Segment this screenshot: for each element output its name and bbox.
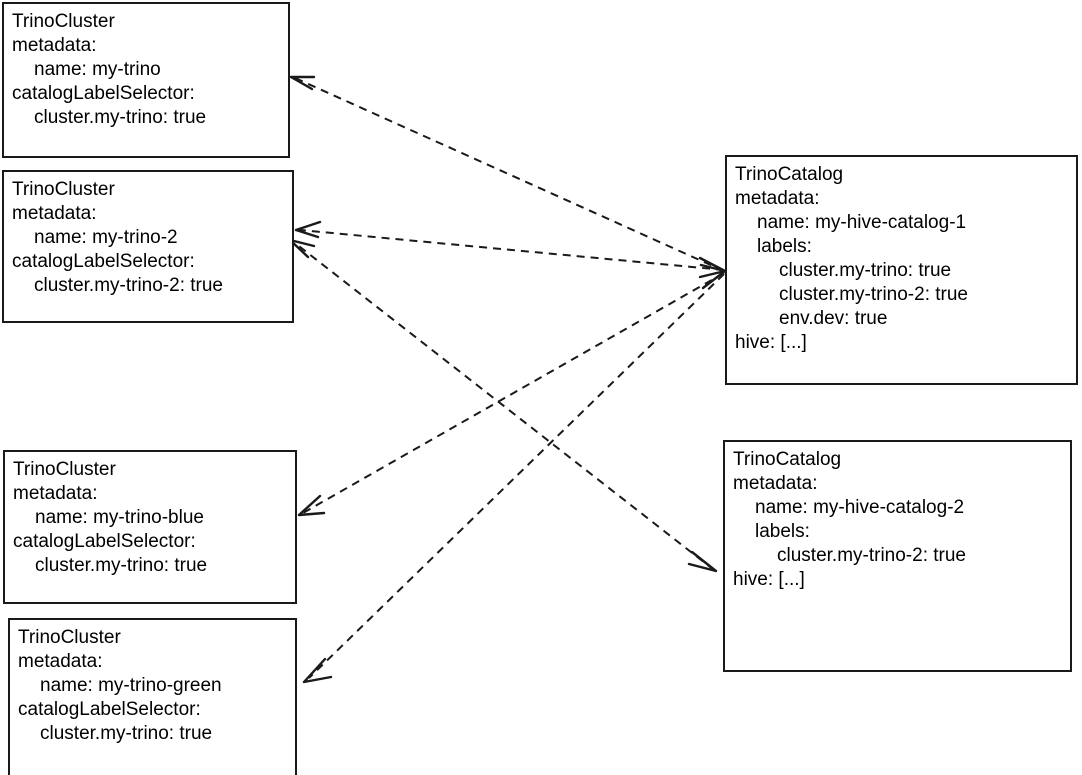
node-line: metadata: xyxy=(733,473,818,494)
arrowhead-into-catalog-2 xyxy=(687,550,718,573)
node-trinocluster-my-trino-green[interactable]: TrinoCluster metadata: name: my-trino-gr… xyxy=(8,618,297,775)
node-line: hive: [...] xyxy=(735,332,807,353)
node-line: metadata: xyxy=(735,188,820,209)
node-line: name: my-trino-green xyxy=(40,675,222,696)
edge-catalog1-to-my-trino-blue xyxy=(297,272,725,517)
node-line: metadata: xyxy=(12,203,97,224)
node-line: metadata: xyxy=(18,651,103,672)
node-line: name: my-hive-catalog-1 xyxy=(757,212,967,233)
node-line: labels: xyxy=(757,236,812,257)
node-line: cluster.my-trino: true xyxy=(34,107,207,128)
node-line: labels: xyxy=(755,521,810,542)
arrowhead-into-catalog-1 xyxy=(698,256,727,290)
node-line: catalogLabelSelector: xyxy=(18,699,201,720)
node-line: name: my-trino-blue xyxy=(35,507,204,528)
node-line: name: my-hive-catalog-2 xyxy=(755,497,965,518)
node-line: TrinoCluster xyxy=(12,11,115,32)
node-line: catalogLabelSelector: xyxy=(12,83,195,104)
node-line: cluster.my-trino-2: true xyxy=(777,545,966,566)
node-line: cluster.my-trino: true xyxy=(40,723,213,744)
node-line: cluster.my-trino: true xyxy=(35,555,208,576)
node-trinocluster-my-trino-2[interactable]: TrinoCluster metadata: name: my-trino-2 … xyxy=(2,170,294,323)
edge-catalog1-to-my-trino-green xyxy=(302,273,725,684)
edge-catalog1-to-my-trino-2 xyxy=(294,220,725,271)
node-line: metadata: xyxy=(13,483,98,504)
node-line: catalogLabelSelector: xyxy=(13,531,196,552)
node-line: TrinoCluster xyxy=(18,627,121,648)
node-trinocluster-my-trino[interactable]: TrinoCluster metadata: name: my-trino ca… xyxy=(2,2,290,158)
node-line: env.dev: true xyxy=(779,308,888,329)
node-line: TrinoCluster xyxy=(13,459,116,480)
node-line: name: my-trino xyxy=(34,59,161,80)
node-line: TrinoCatalog xyxy=(733,449,842,470)
node-line: TrinoCluster xyxy=(12,179,115,200)
edge-catalog1-to-my-trino xyxy=(289,75,725,272)
node-line: metadata: xyxy=(12,35,97,56)
node-line: name: my-trino-2 xyxy=(34,227,178,248)
node-line: hive: [...] xyxy=(733,569,805,590)
node-trinocatalog-my-hive-catalog-1[interactable]: TrinoCatalog metadata: name: my-hive-cat… xyxy=(725,155,1078,385)
node-line: TrinoCatalog xyxy=(735,164,844,185)
node-line: catalogLabelSelector: xyxy=(12,251,195,272)
edge-catalog2-to-my-trino-2 xyxy=(288,238,715,571)
node-line: cluster.my-trino-2: true xyxy=(779,284,968,305)
node-line: cluster.my-trino-2: true xyxy=(34,275,223,296)
node-trinocatalog-my-hive-catalog-2[interactable]: TrinoCatalog metadata: name: my-hive-cat… xyxy=(723,440,1072,672)
node-line: cluster.my-trino: true xyxy=(779,260,952,281)
node-trinocluster-my-trino-blue[interactable]: TrinoCluster metadata: name: my-trino-bl… xyxy=(3,450,297,604)
